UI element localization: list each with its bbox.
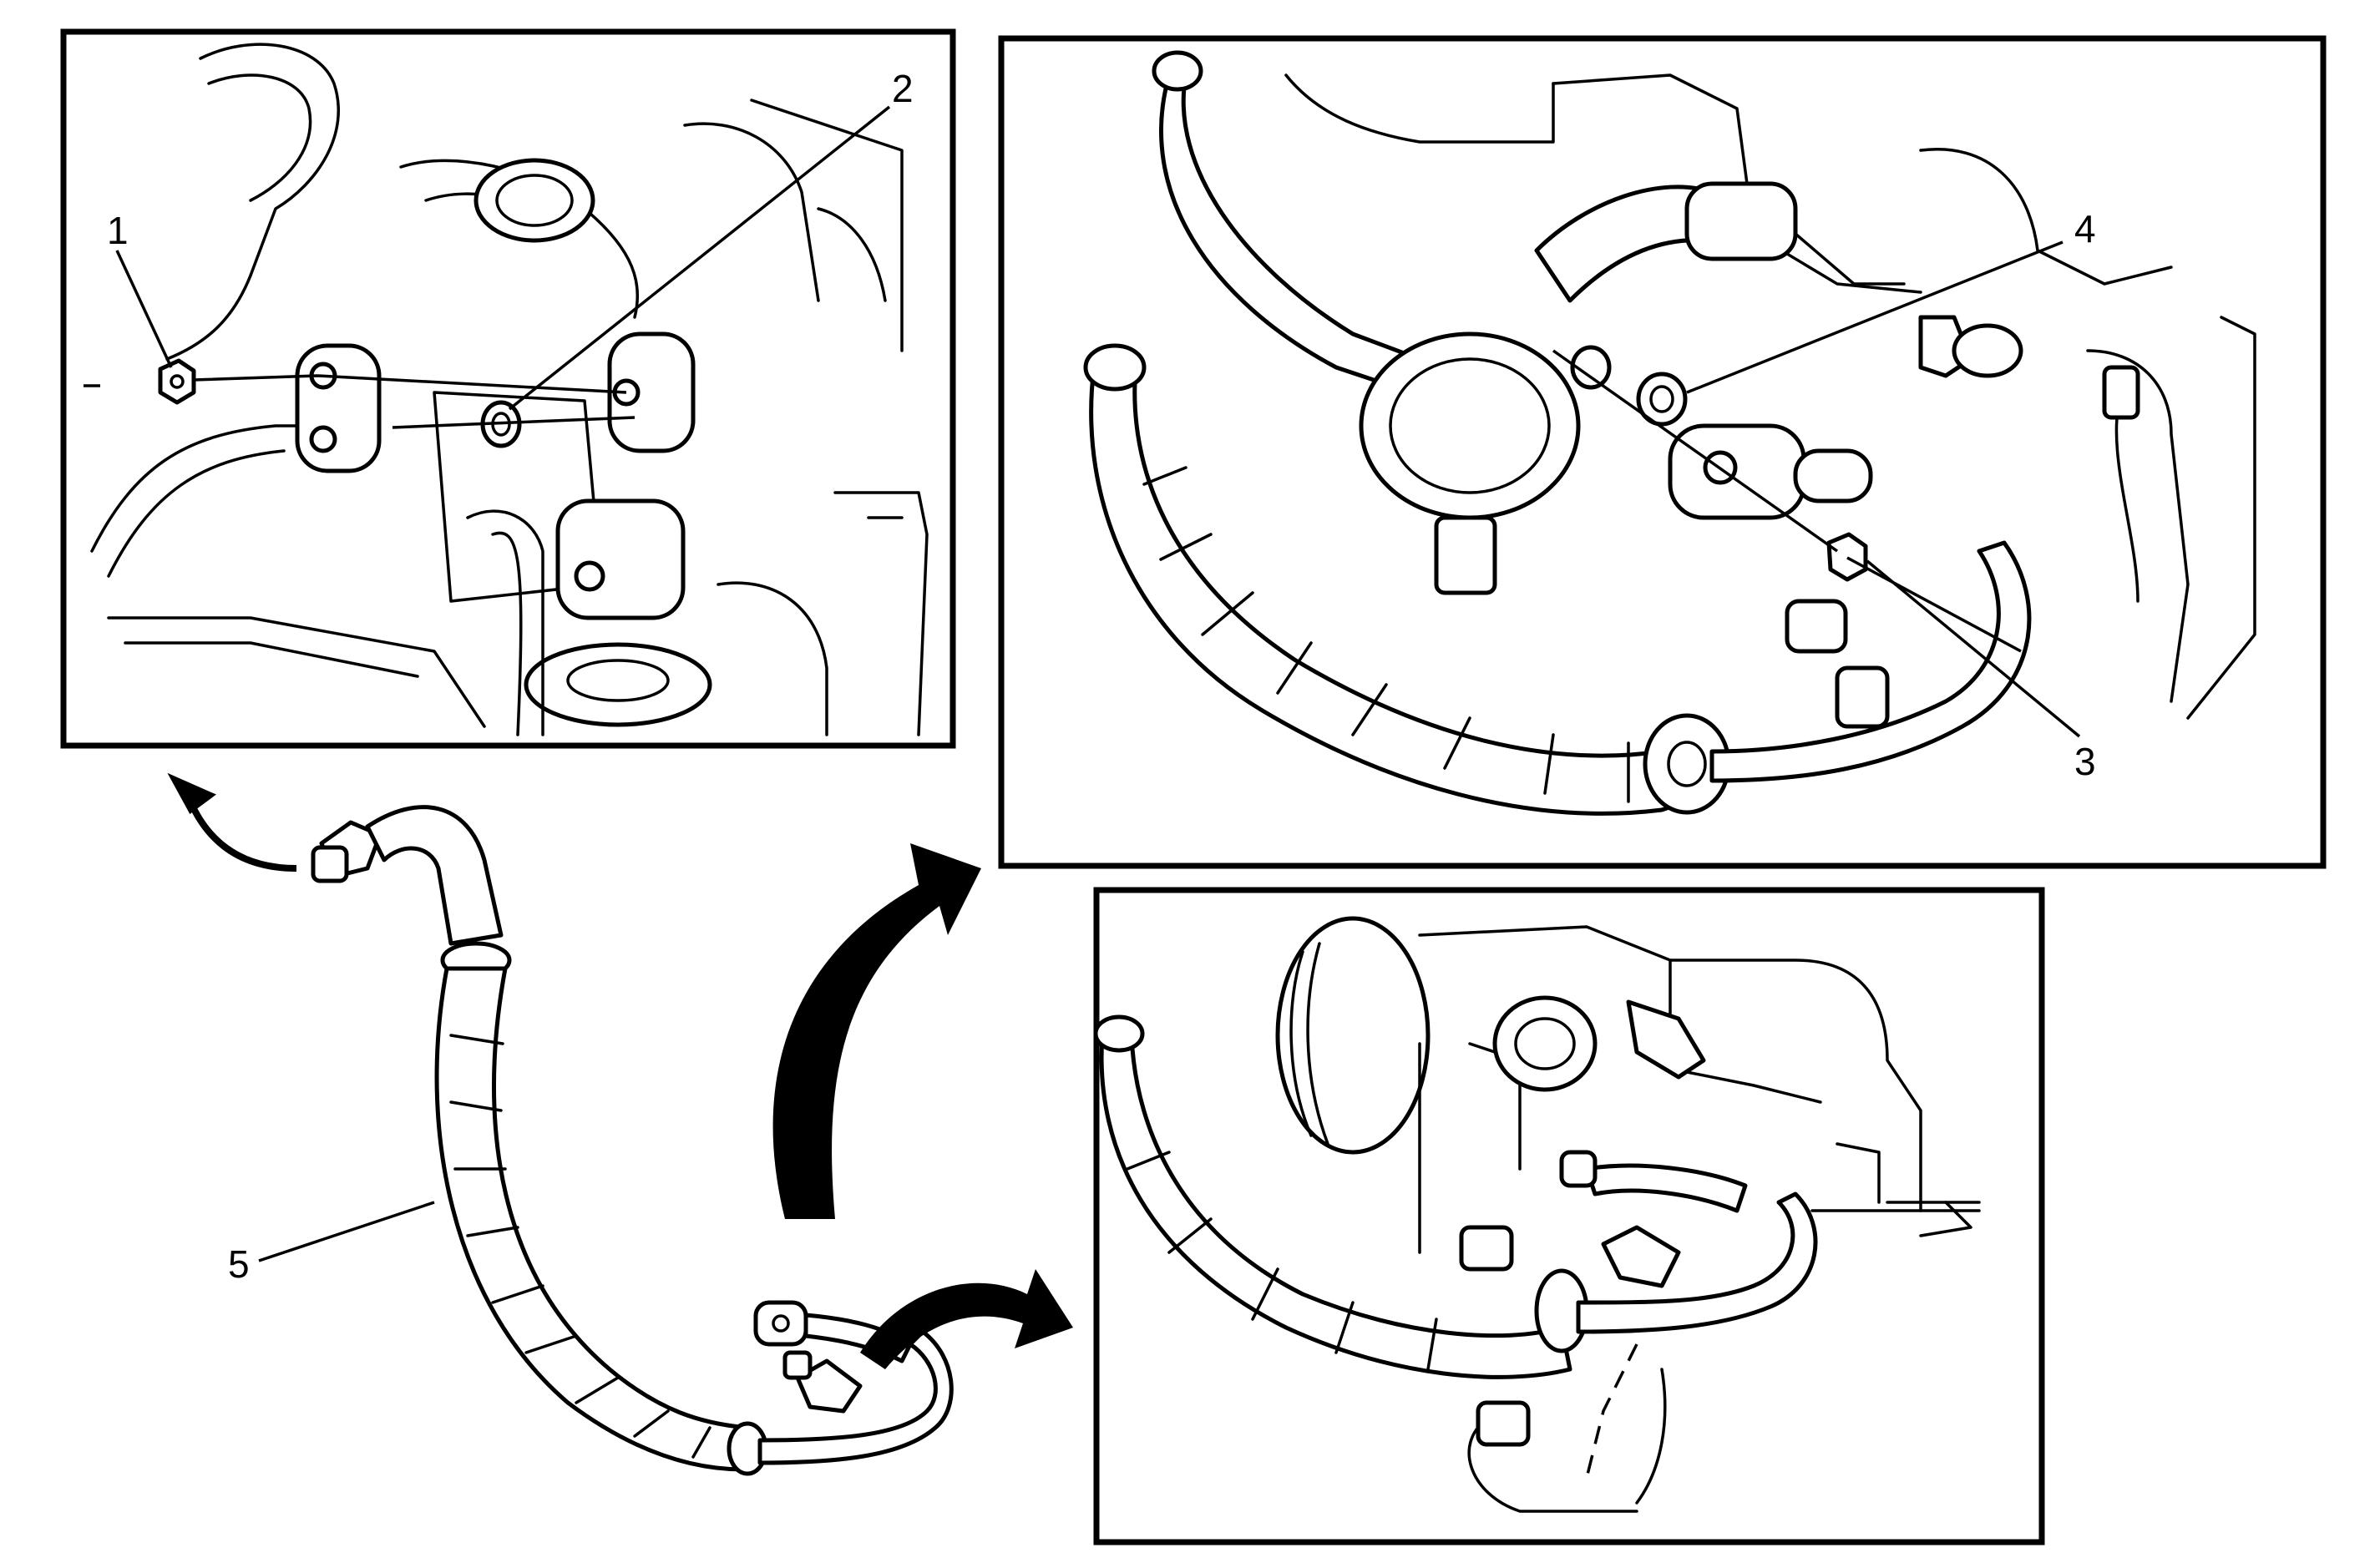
callout-2: 2 (892, 67, 914, 110)
inset-compressor-assembled (1093, 887, 2045, 1545)
inset-compressor-closeup (998, 35, 2327, 869)
leader-2 (508, 105, 891, 411)
leader-4 (1686, 240, 2064, 394)
callout-leaders (115, 105, 2081, 1262)
arrow-to-condenser (167, 772, 297, 872)
arrow-to-compressor-closeup[interactable] (772, 843, 981, 1219)
callout-1: 1 (107, 209, 129, 252)
leader-5 (258, 1201, 435, 1262)
callout-3: 3 (2074, 740, 2096, 783)
leader-3 (1866, 559, 2081, 738)
arrow-to-compressor-assembled[interactable] (860, 1269, 1073, 1369)
leader-1 (115, 250, 173, 368)
inset-condenser-connection (60, 28, 956, 749)
ac-hose-assembly (311, 805, 954, 1476)
callout-5: 5 (228, 1242, 250, 1286)
callout-4: 4 (2074, 207, 2096, 250)
